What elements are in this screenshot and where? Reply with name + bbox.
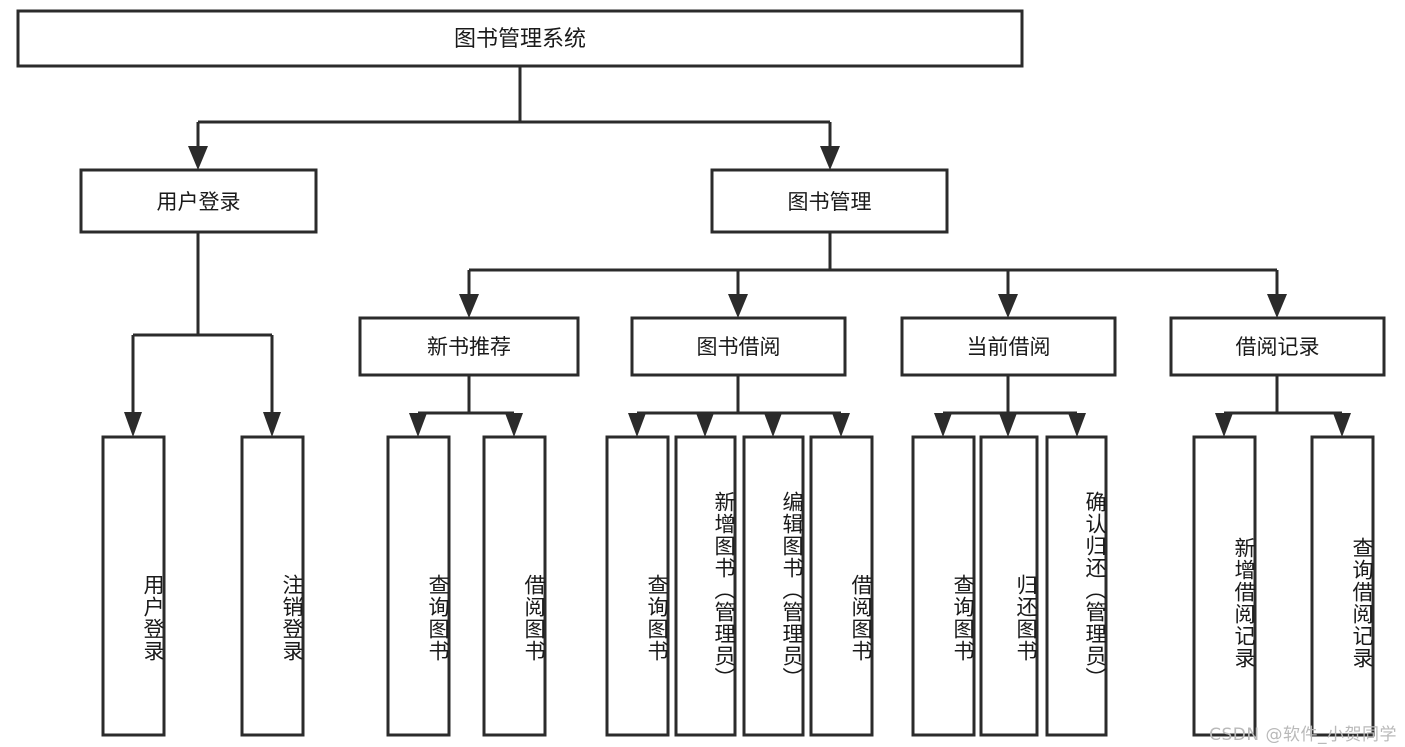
arrow-head-leaf-2 [263,412,281,437]
connectors-records-to-leaves [1215,375,1351,437]
node-borrow-records[interactable]: 借阅记录 [1169,316,1386,377]
leaf-box-add-book[interactable] [674,435,737,737]
node-book-management-label: 图书管理 [788,190,872,214]
node-user-login[interactable]: 用户登录 [79,168,318,234]
node-root-label: 图书管理系统 [454,27,586,52]
arrow-head-leaf-1 [124,412,142,437]
arrow-head-to-new-books [459,294,479,318]
leaf-box-query-book-c[interactable] [911,435,976,737]
arrow-head-leaf-10 [999,413,1017,437]
node-borrow-records-box[interactable] [1169,316,1386,377]
node-new-book-recommend[interactable]: 新书推荐 [358,316,580,377]
arrow-head-leaf-9 [934,413,952,437]
node-book-borrow-box[interactable] [630,316,847,377]
leaf-box-query-book-b[interactable] [605,435,670,737]
leaf-box-return-book[interactable] [979,435,1039,737]
leaf-box-user-login[interactable] [101,435,166,737]
leaf-box-logout[interactable] [240,435,305,737]
leaf-box-query-book-a[interactable] [386,435,451,737]
node-current-borrow-label: 当前借阅 [967,335,1051,359]
arrow-head-leaf-11 [1068,413,1086,437]
leaf-box-add-record[interactable] [1192,435,1257,737]
arrow-head-to-current [998,294,1018,318]
node-book-management-box[interactable] [710,168,949,234]
node-current-borrow[interactable]: 当前借阅 [900,316,1117,377]
connectors-bookmanage-to-level3 [459,232,1287,318]
arrow-head-leaf-7 [764,413,782,437]
arrow-head-to-borrow [728,294,748,318]
arrow-head-leaf-12 [1215,413,1233,437]
arrow-head-leaf-8 [832,413,850,437]
leaf-box-borrow-book-a[interactable] [482,435,547,737]
connectors-userlogin-to-leaves [124,232,281,437]
arrow-head-leaf-4 [505,413,523,437]
leaf-box-query-record[interactable] [1310,435,1375,737]
node-book-borrow-label: 图书借阅 [697,335,781,359]
connectors-newbooks-to-leaves [409,375,523,437]
arrow-head-leaf-5 [628,413,646,437]
node-new-book-recommend-box[interactable] [358,316,580,377]
leaf-box-borrow-book-b[interactable] [809,435,874,737]
leaf-box-edit-book[interactable] [742,435,805,737]
connectors-borrow-to-leaves [628,375,850,437]
arrow-head-to-user-login [188,146,208,170]
arrow-head-leaf-3 [409,413,427,437]
node-book-borrow[interactable]: 图书借阅 [630,316,847,377]
node-book-management[interactable]: 图书管理 [710,168,949,234]
arrow-head-to-book-manage [820,146,840,170]
connectors-current-to-leaves [934,375,1086,437]
arrow-head-leaf-6 [696,413,714,437]
connectors-root-to-level2 [188,66,840,170]
node-user-login-label: 用户登录 [157,190,241,214]
node-user-login-box[interactable] [79,168,318,234]
node-current-borrow-box[interactable] [900,316,1117,377]
arrow-head-leaf-13 [1333,413,1351,437]
node-borrow-records-label: 借阅记录 [1236,335,1320,359]
csdn-watermark: CSDN @软件_小贺同学 [1209,725,1397,745]
node-root-system[interactable]: 图书管理系统 [16,9,1024,68]
leaf-box-confirm-return[interactable] [1045,435,1108,737]
node-root-box[interactable] [16,9,1024,68]
arrow-head-to-records [1267,294,1287,318]
node-new-book-recommend-label: 新书推荐 [427,335,511,359]
